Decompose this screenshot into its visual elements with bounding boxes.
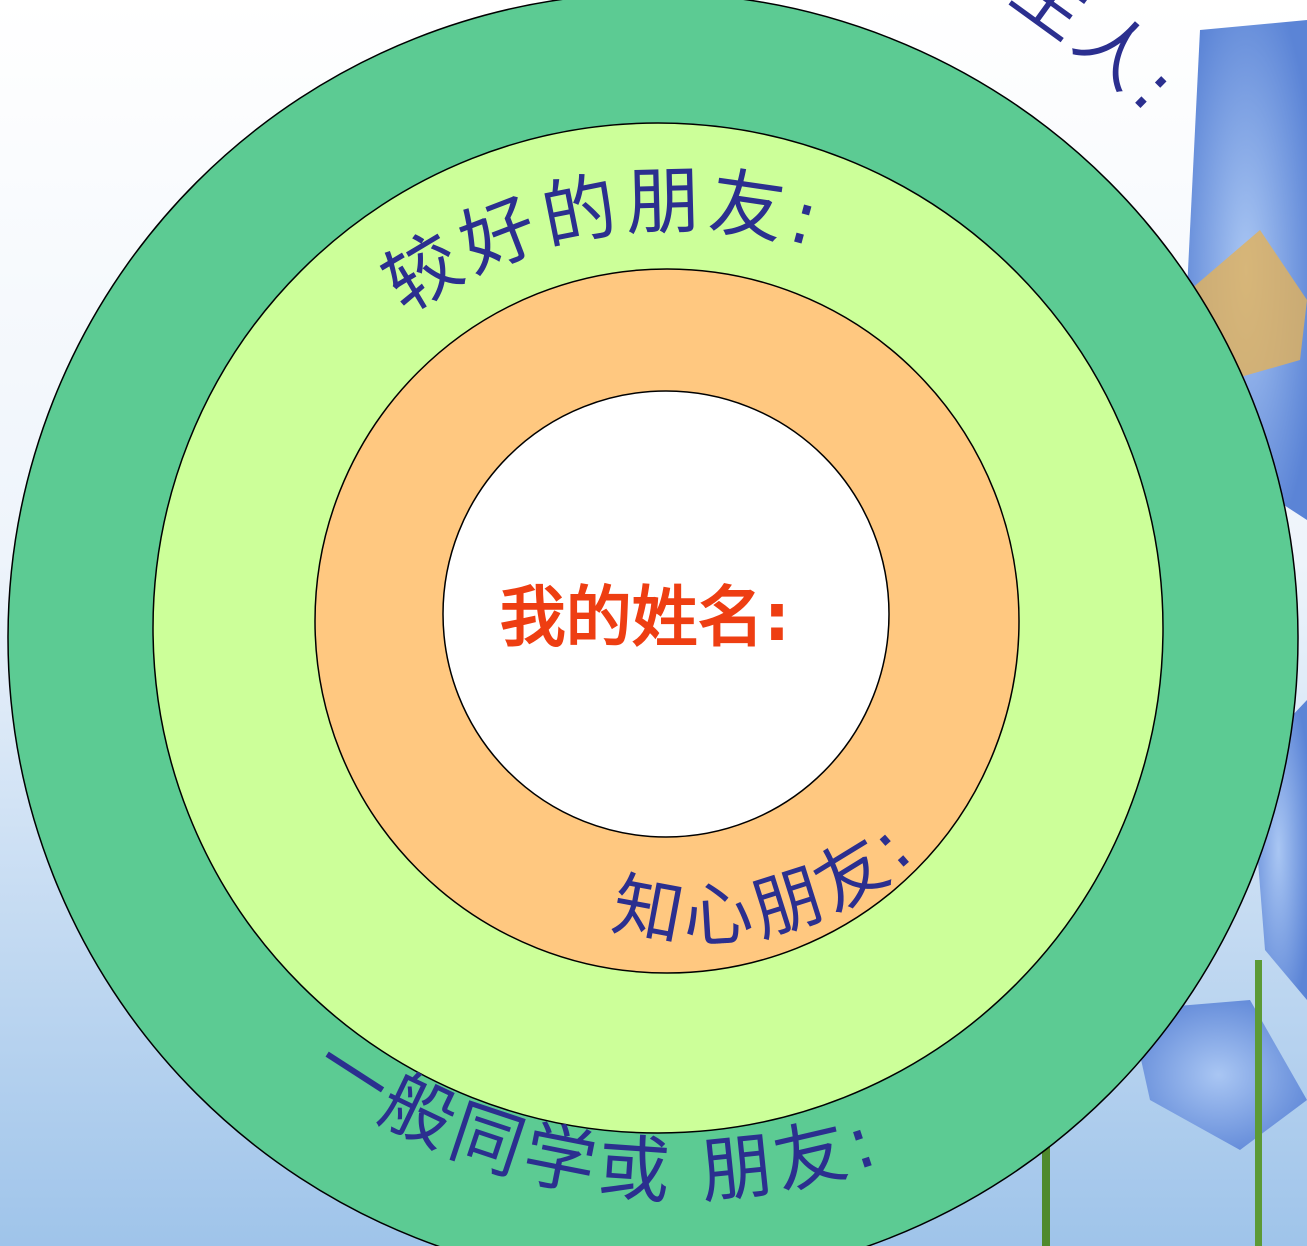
label-self: 我的姓名: (500, 579, 790, 656)
ring-self (442, 390, 890, 838)
